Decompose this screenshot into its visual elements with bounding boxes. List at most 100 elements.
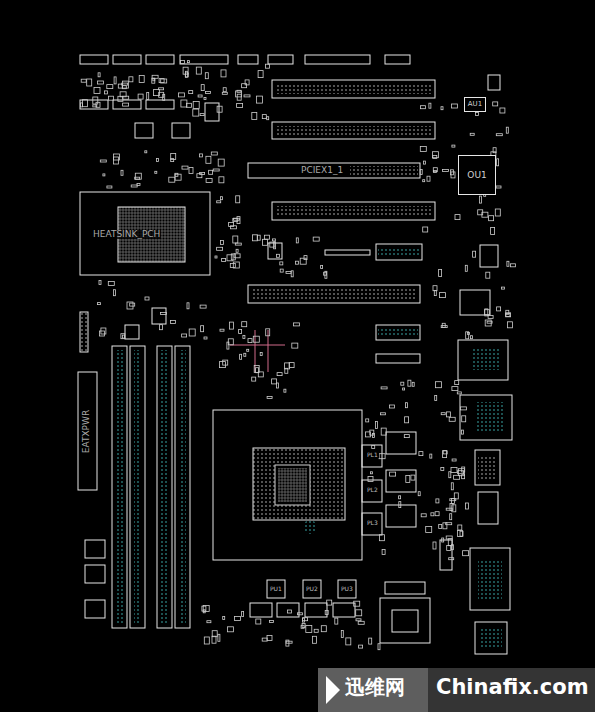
board-shape [341,631,343,638]
board-shape [375,422,377,429]
board-shape [113,100,141,109]
board-shape [386,505,416,527]
board-shape [447,545,451,550]
board-shape [262,115,266,119]
board-shape [175,173,178,176]
board-shape [362,480,382,502]
board-shape [457,392,461,394]
board-shape [130,346,145,628]
board-shape [403,388,405,390]
board-shape [441,468,444,471]
board-shape [466,503,469,509]
board-shape [206,179,212,183]
board-shape [213,169,219,171]
board-shape [267,397,272,399]
board-shape [205,91,210,93]
board-shape [399,496,401,499]
board-shape [268,55,293,64]
board-shape [135,177,140,179]
board-shape [443,523,447,529]
board-shape [471,336,473,339]
board-shape [478,455,497,480]
board-shape [406,475,410,482]
board-shape [113,55,141,64]
board-shape [233,218,238,221]
board-shape [227,627,233,632]
board-shape [333,603,355,617]
board-shape [260,353,262,356]
board-shape [80,100,108,109]
board-shape [93,105,97,107]
board-shape [475,622,507,654]
board-shape [252,112,257,119]
board-shape [449,472,451,478]
board-shape [463,551,469,556]
board-shape [452,505,456,512]
board-shape [296,238,298,243]
board-shape [501,287,504,289]
board-shape [439,524,442,528]
board-shape [442,538,444,542]
board-shape [338,580,356,598]
silkscreen-label: PL3 [366,520,379,526]
board-shape [206,156,211,163]
board-shape [160,325,163,330]
board-shape [369,638,372,644]
board-shape [303,580,321,598]
board-shape [122,86,126,89]
board-shape [478,560,502,600]
board-shape [85,540,105,558]
board-shape [303,520,317,534]
board-shape [287,610,291,613]
board-shape [412,382,414,386]
board-shape [78,372,97,490]
board-shape [449,558,454,560]
board-shape [325,250,370,255]
board-shape [372,445,375,448]
board-shape [99,281,101,285]
board-shape [449,417,455,421]
board-shape [479,196,481,203]
board-shape [237,94,241,100]
board-shape [204,98,206,100]
board-shape [203,610,205,613]
board-shape [129,77,133,82]
silkscreen-label: PU1 [269,586,283,592]
board-shape [368,477,373,482]
board-shape [230,226,236,229]
board-shape [227,342,229,349]
board-shape [423,161,425,164]
silkscreen-label: PU3 [340,586,354,592]
board-shape [366,419,369,422]
board-shape [356,619,361,621]
board-shape [470,548,510,610]
board-shape [256,96,262,103]
board-shape [212,631,217,637]
board-shape [431,513,434,516]
board-shape [460,531,463,536]
board-shape [242,322,247,327]
board-shape [286,271,291,273]
board-shape [359,645,363,648]
board-shape [460,395,512,440]
board-shape [272,239,275,241]
board-shape [121,334,125,339]
board-shape [442,323,445,327]
board-shape [244,95,250,97]
board-shape [222,259,226,262]
board-shape [451,467,457,472]
board-shape [125,325,139,339]
board-shape [104,91,107,94]
board-shape [433,156,437,159]
board-shape [272,202,435,220]
board-shape [452,387,458,391]
board-shape [139,76,144,83]
board-shape [506,313,510,316]
board-shape [485,309,488,316]
board-shape [220,329,224,331]
board-shape [318,668,428,712]
board-shape [305,55,370,64]
board-shape [251,289,417,299]
board-shape [427,176,430,181]
board-shape [491,227,495,234]
